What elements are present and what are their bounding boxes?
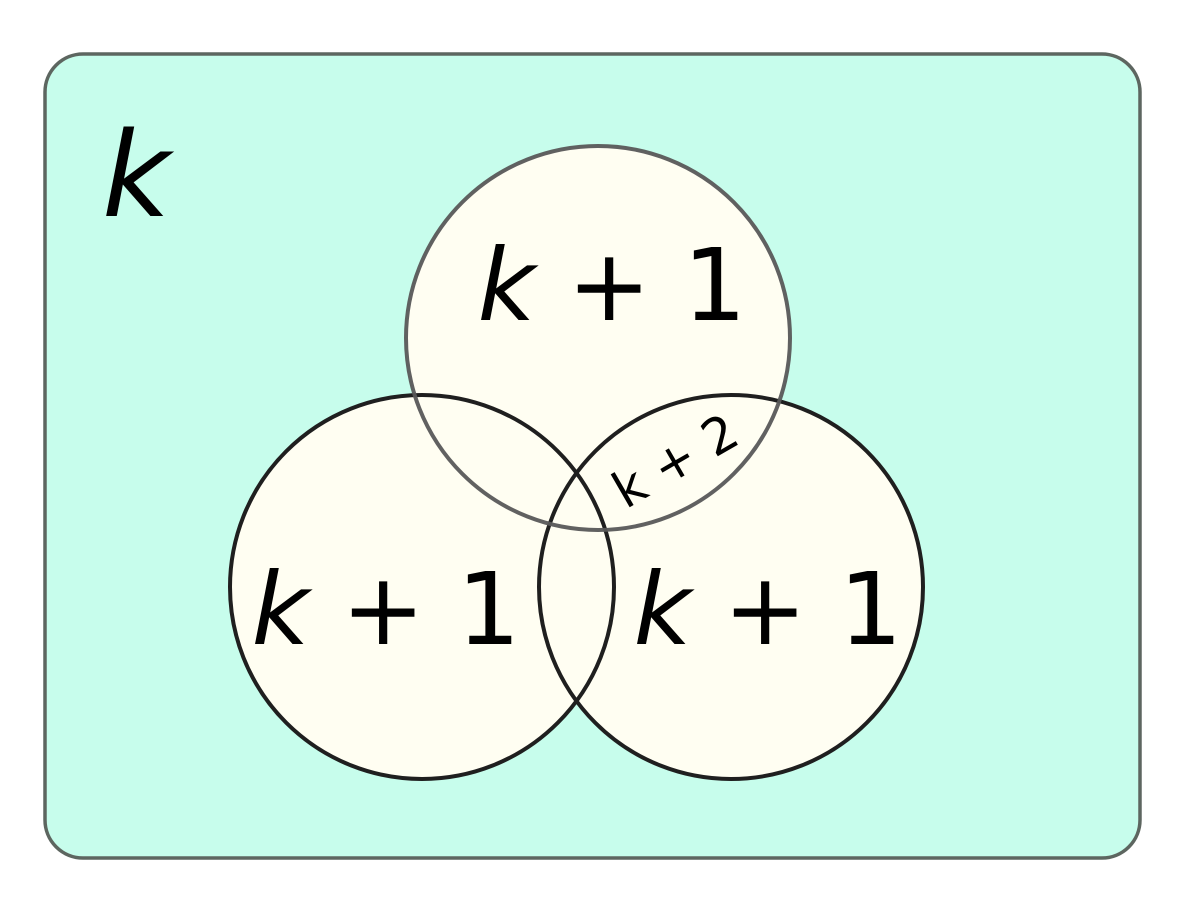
circle-bottom-right-label-rest: + 1	[691, 551, 902, 668]
circle-bottom-left-label-var: k	[252, 551, 314, 668]
circle-bottom-left-fill	[230, 395, 614, 779]
circle-bottom-right-label-var: k	[634, 551, 696, 668]
circle-top-outline	[404, 144, 792, 532]
circle-bottom-right-fill	[539, 395, 923, 779]
outer-region-label: k	[102, 106, 175, 244]
circle-bottom-right-label: k + 1	[634, 551, 903, 668]
circle-bottom-left-label-rest: + 1	[309, 551, 520, 668]
circle-top-label-var: k	[478, 227, 540, 344]
circle-bottom-left-label: k + 1	[252, 551, 521, 668]
circle-bottom-left-outline	[228, 393, 616, 781]
circle-bottom-right-outline	[537, 393, 925, 781]
circle-top-label-rest: + 1	[535, 227, 746, 344]
circle-top-label: k + 1	[478, 227, 747, 344]
